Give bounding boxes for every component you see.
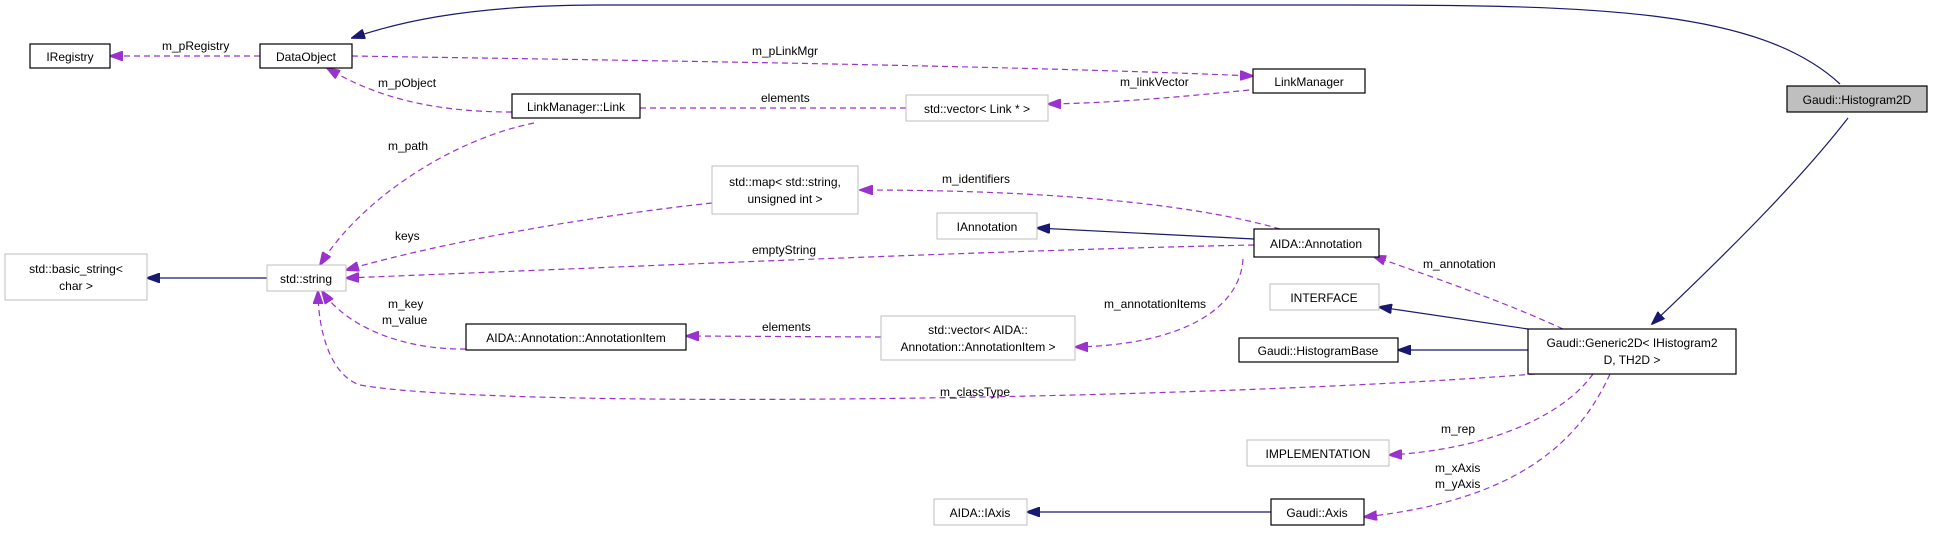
label-m-xaxis: m_xAxis [1435, 461, 1480, 475]
node-aida-iaxis[interactable]: AIDA::IAxis [933, 498, 1028, 526]
label-m-pregistry: m_pRegistry [162, 39, 229, 53]
edge-annotation-to-vectorannotation [1075, 258, 1244, 347]
edge-vectorannotation-to-annotationitem [686, 336, 882, 337]
edge-stdstring-to-link [320, 122, 535, 265]
node-label: LinkManager::Link [527, 100, 626, 114]
node-histogram-base[interactable]: Gaudi::HistogramBase [1238, 337, 1399, 363]
edge-generic2d-to-gaudiaxis [1364, 373, 1611, 517]
node-histogram2d[interactable]: Gaudi::Histogram2D [1786, 85, 1928, 113]
label-m-path: m_path [388, 139, 428, 153]
nodes: Gaudi::Histogram2D DataObject IRegistry … [4, 43, 1928, 526]
node-label-line2: Annotation::AnnotationItem > [900, 340, 1055, 354]
node-label: Gaudi::Axis [1286, 506, 1347, 520]
label-m-identifiers: m_identifiers [942, 172, 1010, 186]
node-iregistry[interactable]: IRegistry [29, 43, 111, 69]
edge-link-to-dataobject [327, 68, 513, 113]
edge-labels: m_pRegistry m_pLinkMgr m_pObject element… [162, 39, 1496, 491]
edge-histogram2d-to-generic2d [1652, 117, 1849, 324]
node-label-line1: Gaudi::Generic2D< IHistogram2 [1546, 336, 1717, 350]
node-label: INTERFACE [1290, 291, 1357, 305]
node-label: IRegistry [46, 50, 93, 64]
edge-annotation-to-map [860, 190, 1281, 230]
node-std-string[interactable]: std::string [266, 264, 347, 292]
node-dataobject[interactable]: DataObject [259, 43, 353, 69]
node-label-line2: D, TH2D > [1604, 353, 1661, 367]
node-label: IMPLEMENTATION [1266, 447, 1371, 461]
label-m-pobject: m_pObject [378, 76, 437, 90]
node-label-line1: std::map< std::string, [729, 175, 841, 189]
node-implementation[interactable]: IMPLEMENTATION [1246, 439, 1390, 467]
edges [110, 4, 1849, 517]
node-label: Gaudi::Histogram2D [1803, 93, 1912, 107]
edge-generic2d-to-interface [1379, 307, 1529, 330]
label-elements-link: elements [761, 91, 810, 105]
node-label: Gaudi::HistogramBase [1258, 344, 1379, 358]
node-interface[interactable]: INTERFACE [1269, 283, 1380, 311]
node-vector-link[interactable]: std::vector< Link * > [905, 94, 1049, 122]
label-m-linkvector: m_linkVector [1120, 75, 1189, 89]
label-keys: keys [395, 229, 420, 243]
node-vector-annotation[interactable]: std::vector< AIDA:: Annotation::Annotati… [880, 315, 1076, 361]
node-label: AIDA::Annotation::AnnotationItem [486, 331, 665, 345]
node-label-line1: std::vector< AIDA:: [928, 323, 1028, 337]
node-label: std::vector< Link * > [924, 102, 1030, 116]
node-label-line2: unsigned int > [747, 192, 822, 206]
node-iannotation[interactable]: IAnnotation [936, 212, 1038, 240]
node-annotation-item[interactable]: AIDA::Annotation::AnnotationItem [465, 323, 687, 351]
node-label: IAnnotation [957, 220, 1018, 234]
label-m-classtype: m_classType [940, 385, 1010, 399]
node-aida-annotation[interactable]: AIDA::Annotation [1253, 228, 1380, 258]
node-label: AIDA::Annotation [1270, 237, 1362, 251]
edge-annotation-to-stdstring [346, 244, 1255, 278]
edge-dataobject-to-linkmanager [351, 55, 1253, 76]
edge-linkmanager-to-vectorlink [1048, 87, 1270, 104]
node-map-string[interactable]: std::map< std::string, unsigned int > [711, 165, 859, 215]
node-linkmanager[interactable]: LinkManager [1252, 68, 1366, 94]
label-m-rep: m_rep [1441, 422, 1475, 436]
edge-annotationitem-to-stdstring [322, 291, 467, 350]
node-label: std::string [280, 272, 332, 286]
label-m-annotation: m_annotation [1423, 257, 1496, 271]
label-m-key: m_key [388, 297, 423, 311]
edge-generic2d-to-stdstring [318, 291, 1536, 401]
node-label-line1: std::basic_string< [29, 262, 123, 276]
label-emptystring: emptyString [752, 243, 816, 257]
node-label-line2: char > [59, 279, 93, 293]
node-label: AIDA::IAxis [950, 506, 1011, 520]
node-gaudi-axis[interactable]: Gaudi::Axis [1270, 498, 1365, 526]
label-m-value: m_value [382, 313, 428, 327]
node-label: DataObject [276, 50, 337, 64]
edge-generic2d-to-implementation [1389, 373, 1594, 455]
edge-generic2d-to-annotation [1373, 256, 1564, 330]
label-m-plinkmgr: m_pLinkMgr [752, 44, 818, 58]
edge-histogram2d-to-dataobject [352, 4, 1841, 85]
node-generic2d[interactable]: Gaudi::Generic2D< IHistogram2 D, TH2D > [1527, 328, 1737, 375]
node-basic-string[interactable]: std::basic_string< char > [4, 253, 148, 301]
node-label: LinkManager [1274, 75, 1343, 89]
label-m-yaxis: m_yAxis [1435, 477, 1480, 491]
edge-annotation-to-iannotation [1037, 228, 1255, 240]
label-m-annotationitems: m_annotationItems [1104, 297, 1206, 311]
node-linkmanager-link[interactable]: LinkManager::Link [511, 93, 641, 119]
label-elements-item: elements [762, 320, 811, 334]
